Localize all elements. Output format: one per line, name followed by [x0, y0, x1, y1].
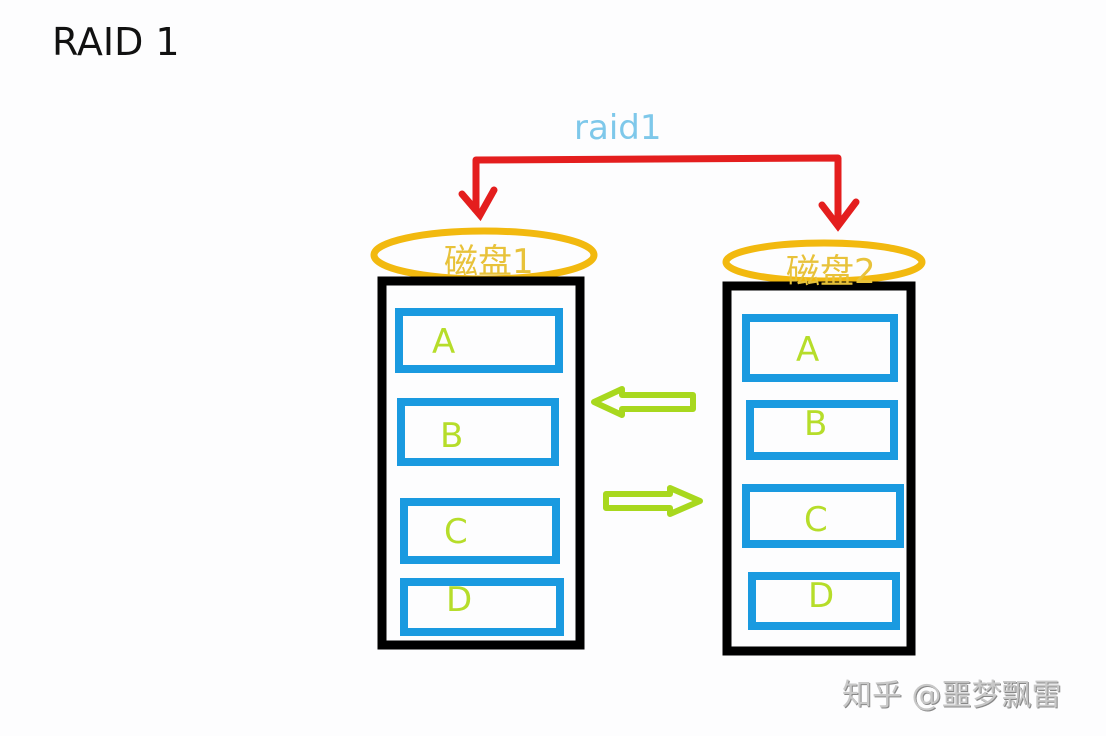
sync-arrow-right	[603, 485, 703, 517]
disk2-frame	[722, 281, 916, 656]
disk2-block-d-label: D	[808, 576, 835, 616]
disk2-block-b	[746, 400, 898, 460]
disk2-ellipse	[722, 239, 926, 285]
disk1-block-a-label: A	[432, 322, 456, 362]
mirror-connector-line	[472, 154, 842, 222]
disk2-block-a	[742, 314, 898, 382]
disk2-block-a-label: A	[796, 330, 820, 370]
sync-arrow-left	[591, 386, 696, 418]
disk2-block-b-label: B	[804, 404, 828, 444]
disk2-block-c	[742, 484, 904, 548]
disk1-block-a	[395, 308, 563, 373]
disk1-block-b	[397, 398, 559, 466]
disk1-block-b-label: B	[440, 416, 464, 456]
disk1-block-d-label: D	[446, 580, 473, 620]
watermark: 知乎 @噩梦飘雷	[842, 678, 1062, 713]
disk1-block-d	[400, 578, 564, 636]
disk1-block-c	[400, 498, 560, 564]
arrowhead-disk1	[458, 186, 498, 222]
raid-label: raid1	[574, 108, 662, 148]
disk2-block-c-label: C	[804, 500, 828, 540]
disk2-block-d	[748, 572, 900, 630]
disk1-frame	[377, 276, 585, 650]
disk2-label: 磁盘2	[786, 252, 876, 292]
arrowhead-disk2	[818, 198, 860, 232]
disk1-block-c-label: C	[444, 512, 468, 552]
disk1-label: 磁盘1	[444, 242, 534, 282]
diagram-title: RAID 1	[52, 20, 180, 64]
